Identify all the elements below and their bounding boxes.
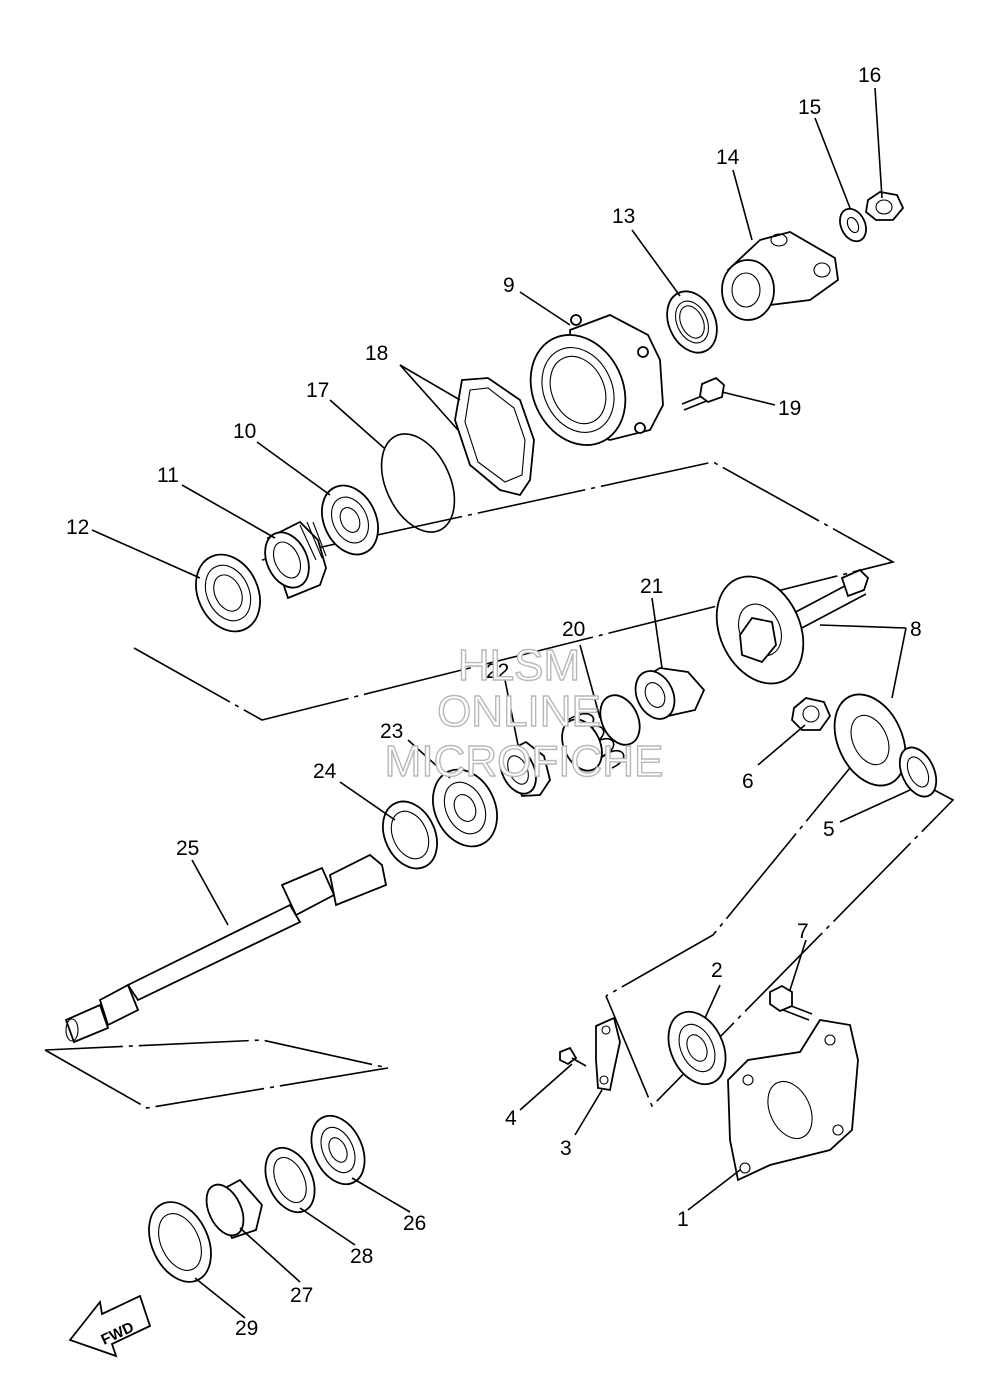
bearing-part-26 <box>310 1114 366 1186</box>
bearing-part-2 <box>667 1010 727 1086</box>
oil-seal-part-13 <box>666 290 718 354</box>
washer-part-15 <box>839 207 867 243</box>
label-11: 11 <box>157 464 179 487</box>
label-8: 8 <box>910 618 922 641</box>
label-10: 10 <box>233 420 256 443</box>
plate-part-3 <box>595 1016 621 1092</box>
label-26: 26 <box>403 1212 426 1235</box>
label-2: 2 <box>711 959 723 982</box>
o-ring-part-17 <box>380 433 456 533</box>
label-7: 7 <box>797 920 809 943</box>
label-27: 27 <box>290 1284 313 1307</box>
label-3: 3 <box>560 1137 572 1160</box>
label-17: 17 <box>306 379 329 402</box>
label-6: 6 <box>742 770 754 793</box>
watermark-line-1: HLSM <box>458 641 580 690</box>
forward-direction-arrow: FWD <box>68 1294 152 1358</box>
label-9: 9 <box>503 274 515 297</box>
label-28: 28 <box>350 1245 373 1268</box>
label-25: 25 <box>176 837 199 860</box>
label-20: 20 <box>562 618 585 641</box>
label-1: 1 <box>677 1208 689 1231</box>
case-part-1 <box>727 1019 859 1182</box>
collar-part-11 <box>264 520 327 600</box>
watermark-line-3: MICROFICHE <box>385 737 664 786</box>
label-29: 29 <box>235 1317 258 1340</box>
bearing-part-10 <box>321 484 379 556</box>
watermark-line-2: ONLINE <box>437 687 601 736</box>
shim-part-18 <box>454 377 535 497</box>
yoke-part-14 <box>721 231 839 321</box>
gear-set-part-8 <box>715 568 907 787</box>
label-24: 24 <box>313 760 337 783</box>
washer-part-5 <box>898 746 938 798</box>
oil-seal-part-24 <box>382 800 438 870</box>
bolt-part-19 <box>681 376 725 411</box>
collar-part-22 <box>499 740 551 797</box>
drive-shaft-part-25 <box>64 853 388 1044</box>
bearing-part-23 <box>432 768 498 848</box>
label-19: 19 <box>778 397 801 420</box>
collar-part-27 <box>205 1178 263 1240</box>
part-number-labels: 16 15 14 13 9 18 17 10 11 12 19 8 21 20 … <box>66 64 922 1340</box>
label-15: 15 <box>798 96 821 119</box>
oil-seal-part-12 <box>195 553 261 633</box>
label-14: 14 <box>716 146 740 169</box>
bearing-housing-part-9 <box>529 314 664 446</box>
nut-part-6 <box>791 697 832 731</box>
label-5: 5 <box>823 818 835 841</box>
label-23: 23 <box>380 720 403 743</box>
spring-part-20 <box>561 694 641 772</box>
bolt-part-7 <box>769 984 813 1021</box>
nut-part-16 <box>865 191 905 221</box>
label-16: 16 <box>858 64 881 87</box>
label-21: 21 <box>640 575 663 598</box>
label-12: 12 <box>66 516 89 539</box>
screw-part-4 <box>559 1046 587 1067</box>
label-4: 4 <box>505 1107 517 1130</box>
coupling-part-21 <box>634 667 706 720</box>
label-22: 22 <box>486 660 509 683</box>
label-13: 13 <box>612 205 635 228</box>
label-18: 18 <box>365 342 388 365</box>
leader-lines <box>91 87 911 1319</box>
watermark: HLSM ONLINE MICROFICHE <box>384 640 664 786</box>
